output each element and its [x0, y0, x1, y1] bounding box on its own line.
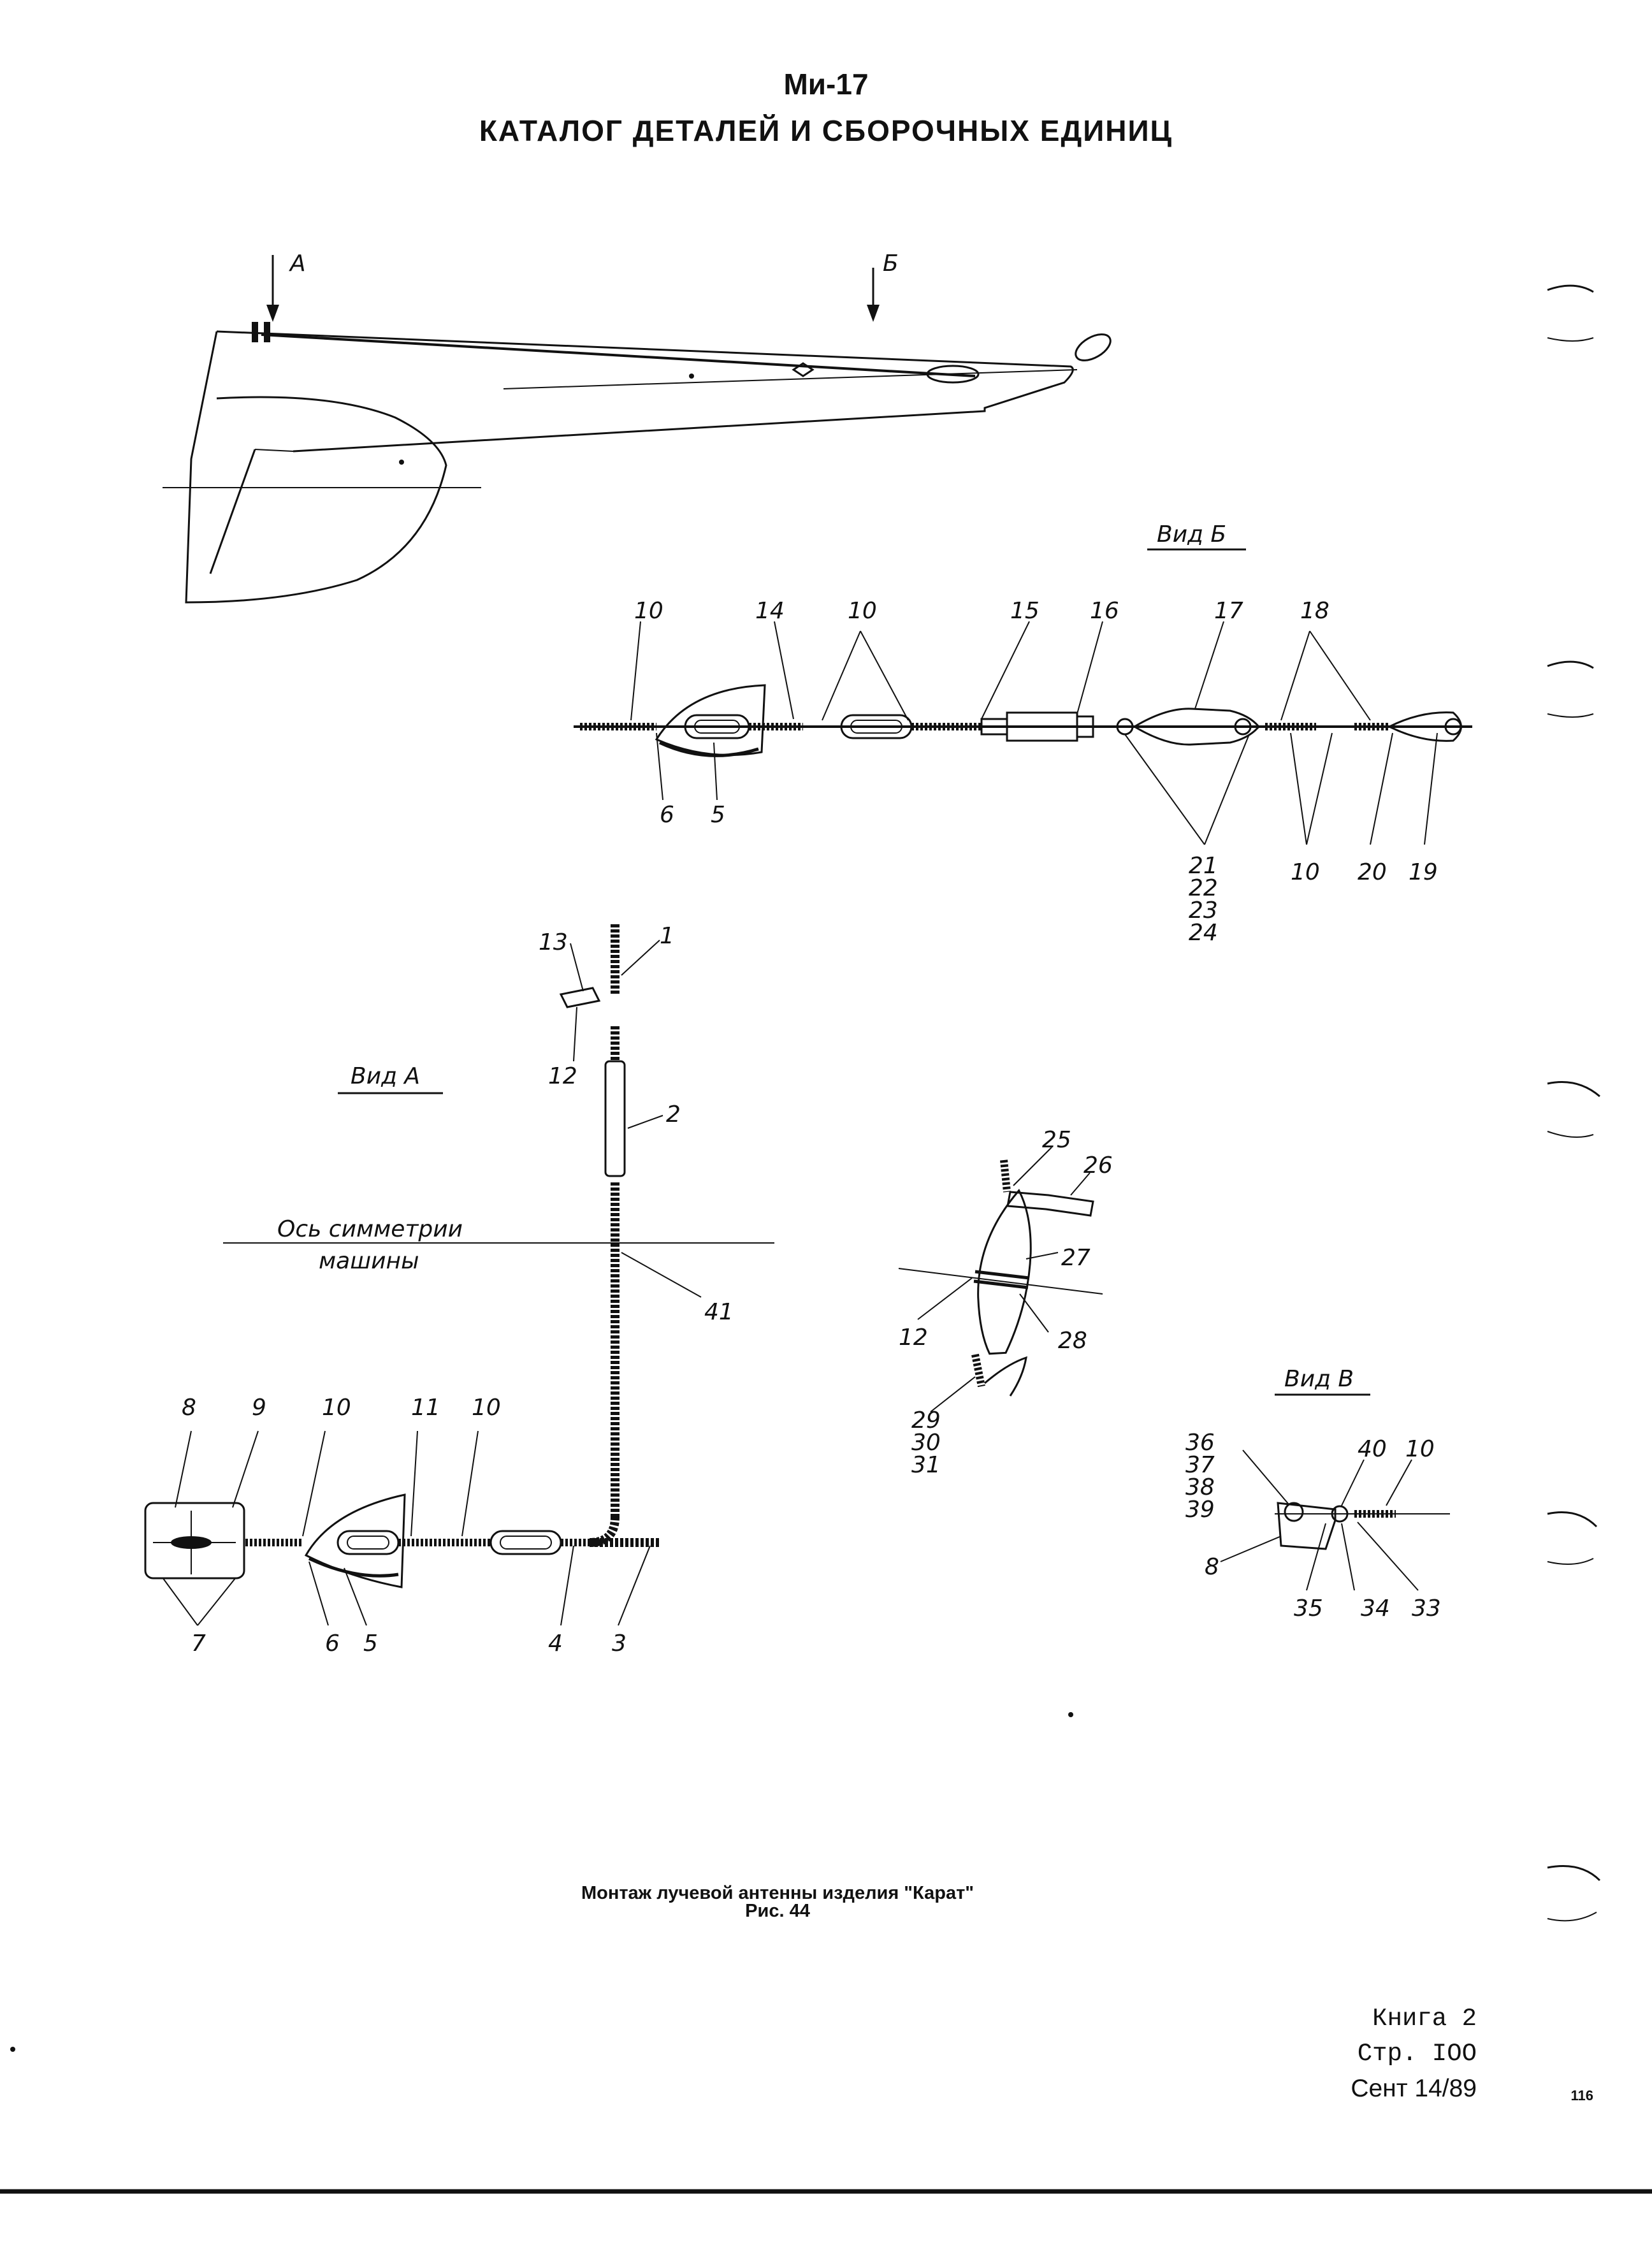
view-v-assembly: Вид В 36 37 38 39 40 10 8 35 34 33 [1185, 1366, 1450, 1622]
label-28: 28 [1058, 1328, 1087, 1354]
label-10: 10 [1291, 859, 1320, 885]
label-5: 5 [363, 1631, 378, 1657]
label-14: 14 [755, 598, 785, 624]
label-29: 29 [911, 1407, 941, 1434]
label-15: 15 [1010, 598, 1040, 624]
label-8: 8 [1205, 1554, 1219, 1580]
label-12: 12 [899, 1325, 928, 1351]
label-24: 24 [1189, 920, 1218, 946]
label-6: 6 [660, 802, 674, 828]
label-10: 10 [848, 598, 877, 624]
binder-holes [1547, 284, 1601, 1922]
label-22: 22 [1189, 875, 1218, 901]
label-19: 19 [1409, 859, 1438, 885]
label-36: 36 [1185, 1430, 1215, 1456]
view-a-title: Вид А [351, 1063, 420, 1089]
label-5: 5 [711, 802, 725, 828]
view-b-title: Вид Б [1157, 521, 1226, 548]
label-41: 41 [704, 1299, 734, 1325]
axis-label-line1: Ось симметрии [277, 1216, 463, 1242]
book-number: Книга 2 [1372, 2005, 1477, 2033]
label-17: 17 [1214, 598, 1243, 624]
label-8: 8 [182, 1395, 196, 1421]
label-40: 40 [1358, 1436, 1387, 1462]
label-9: 9 [252, 1395, 266, 1421]
speck [10, 2047, 15, 2052]
label-10: 10 [322, 1395, 351, 1421]
label-3: 3 [612, 1631, 627, 1657]
label-10: 10 [472, 1395, 501, 1421]
revision-date: Сент 14/89 [1351, 2075, 1477, 2102]
label-10: 10 [1405, 1436, 1435, 1462]
label-18: 18 [1300, 598, 1330, 624]
label-1: 1 [660, 923, 674, 949]
label-16: 16 [1090, 598, 1119, 624]
label-30: 30 [911, 1430, 941, 1456]
view-b-assembly: Вид Б [574, 521, 1472, 946]
page-subtitle: КАТАЛОГ ДЕТАЛЕЙ И СБОРОЧНЫХ ЕДИНИЦ [479, 114, 1173, 147]
label-2: 2 [666, 1101, 681, 1128]
speck [1068, 1712, 1073, 1717]
tail-boom-overview: А Б [163, 251, 1112, 604]
label-4: 4 [548, 1631, 563, 1657]
label-25: 25 [1042, 1127, 1071, 1153]
axis-label-line2: машины [319, 1248, 419, 1274]
label-35: 35 [1294, 1595, 1323, 1622]
label-21: 21 [1189, 853, 1218, 879]
view-v-title: Вид В [1284, 1366, 1354, 1392]
page-number: Стр. IOO [1357, 2040, 1477, 2068]
label-33: 33 [1412, 1595, 1441, 1622]
label-7: 7 [191, 1631, 206, 1657]
label-38: 38 [1185, 1474, 1215, 1500]
page-title: Ми-17 [783, 68, 869, 101]
label-27: 27 [1061, 1245, 1090, 1271]
label-11: 11 [411, 1395, 440, 1421]
insulator-detail: 25 26 27 12 28 29 30 31 [898, 1127, 1113, 1478]
label-23: 23 [1189, 897, 1218, 924]
label-13: 13 [539, 929, 568, 955]
label-6: 6 [325, 1631, 340, 1657]
label-20: 20 [1358, 859, 1387, 885]
arrow-a-label: А [289, 251, 306, 277]
label-34: 34 [1361, 1595, 1390, 1622]
label-26: 26 [1083, 1152, 1113, 1179]
label-10: 10 [634, 598, 663, 624]
label-31: 31 [911, 1452, 941, 1478]
label-37: 37 [1185, 1452, 1215, 1478]
label-12: 12 [548, 1063, 577, 1089]
sheet-number: 116 [1570, 2088, 1594, 2103]
figure-number: Рис. 44 [745, 1901, 810, 1921]
arrow-b-label: Б [883, 251, 899, 277]
label-39: 39 [1185, 1497, 1215, 1523]
figure-caption: Монтаж лучевой антенны изделия "Карат" [581, 1883, 975, 1903]
view-a-assembly: Вид А Ось симметрии машины [144, 923, 774, 1657]
